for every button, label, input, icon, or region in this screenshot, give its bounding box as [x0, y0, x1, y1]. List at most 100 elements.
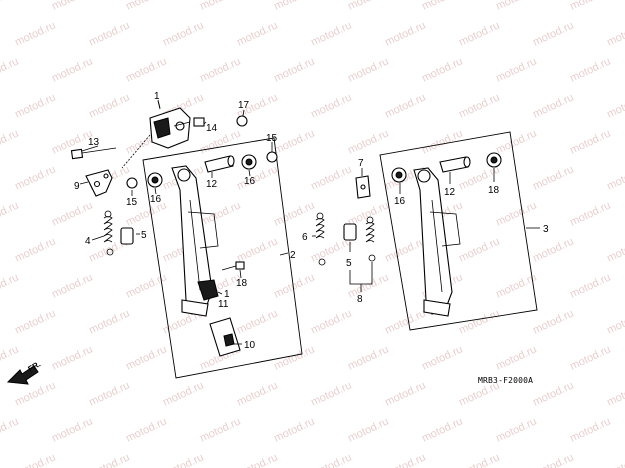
callout-7: 7: [358, 158, 364, 169]
watermark-text: motod.ru: [420, 127, 464, 156]
callout-numbers: 1 13 9 4 5 14 17 15 15 16 16 12 2 18 1 1…: [74, 91, 549, 351]
watermark-text: motod.ru: [198, 415, 242, 444]
watermark-text: motod.ru: [235, 19, 279, 48]
watermark-text: motod.ru: [383, 307, 427, 336]
watermark-text: motod.ru: [0, 343, 21, 372]
watermark-text: motod.ru: [87, 91, 131, 120]
watermark-text: motod.ru: [457, 235, 501, 264]
watermark-text: motod.ru: [309, 19, 353, 48]
watermark-text: motod.ru: [457, 91, 501, 120]
watermark-text: motod.ru: [457, 451, 501, 468]
watermark-text: motod.ru: [87, 451, 131, 468]
collar-part-12-left: [204, 155, 235, 173]
watermark-text: motod.ru: [420, 0, 464, 13]
watermark-text: motod.ru: [198, 55, 242, 84]
washer-part-15-upper: [266, 151, 278, 163]
watermark-text: motod.ru: [605, 307, 625, 336]
callout-13: 13: [88, 137, 100, 148]
callout-12-left: 12: [206, 179, 218, 190]
watermark-text: motod.ru: [346, 343, 390, 372]
callout-1-lower: 1: [224, 289, 230, 300]
rubber-pad-part-10: [209, 317, 241, 357]
watermark-text: motod.ru: [383, 235, 427, 264]
watermark-text: motod.ru: [494, 415, 538, 444]
callout-2: 2: [290, 250, 296, 261]
watermark-text: motod.ru: [0, 55, 21, 84]
watermark-text: motod.ru: [531, 379, 575, 408]
callout-4: 4: [85, 236, 91, 247]
watermark-text: motod.ru: [13, 163, 57, 192]
callout-15-upper: 15: [266, 133, 278, 144]
watermark-text: motod.ru: [124, 343, 168, 372]
watermark-text: motod.ru: [50, 199, 94, 228]
bushing-part-16-a: [147, 172, 163, 188]
plate-part-7: [355, 175, 371, 199]
bushing-part-16-c: [391, 167, 407, 183]
watermark-text: motod.ru: [605, 91, 625, 120]
callout-18-left: 18: [236, 278, 248, 289]
watermark-text: motod.ru: [13, 451, 57, 468]
watermark-text: motod.ru: [87, 307, 131, 336]
front-direction-label: FR.: [27, 359, 43, 373]
watermark-text: motod.ru: [13, 379, 57, 408]
watermark-text: motod.ru: [383, 451, 427, 468]
watermark-text: motod.ru: [198, 199, 242, 228]
watermark-text: motod.ru: [161, 19, 205, 48]
watermark-text: motod.ru: [531, 91, 575, 120]
watermark-text: motod.ru: [494, 127, 538, 156]
callout-10: 10: [244, 340, 256, 351]
bushing-part-16-b: [241, 154, 257, 170]
watermark-text: motod.ru: [272, 55, 316, 84]
watermark-text: motod.ru: [235, 451, 279, 468]
watermark-text: motod.ru: [50, 271, 94, 300]
bolt-part-13: [70, 147, 117, 160]
bracket-part-1: [121, 99, 191, 169]
watermark-text: motod.ru: [50, 0, 94, 13]
bolt-part-14: [173, 117, 205, 127]
washer-part-15-lower: [126, 177, 138, 189]
watermark-text: motod.ru: [198, 0, 242, 13]
watermark-text: motod.ru: [420, 343, 464, 372]
watermark-text: motod.ru: [383, 19, 427, 48]
watermark-text: motod.ru: [494, 0, 538, 13]
callout-15-lower: 15: [126, 197, 138, 208]
callout-11: 11: [218, 299, 229, 310]
callout-5-right: 5: [346, 258, 352, 269]
watermark-text: motod.ru: [531, 163, 575, 192]
sleeve-part-5-left: [120, 227, 134, 245]
watermark-text: motod.ru: [124, 415, 168, 444]
side-stand-left: [171, 165, 219, 317]
figure-code: MRB3-F2000A: [478, 376, 533, 385]
watermark-text: motod.ru: [605, 379, 625, 408]
watermark-text: motod.ru: [346, 55, 390, 84]
callout-9: 9: [74, 181, 80, 192]
spring-part-4: [103, 210, 114, 256]
watermark-text: motod.ru: [13, 235, 57, 264]
watermark-text: motod.ru: [420, 415, 464, 444]
callout-16-c: 16: [394, 196, 406, 207]
watermark-text: motod.ru: [568, 415, 612, 444]
watermark-text: motod.ru: [272, 0, 316, 13]
watermark-text: motod.ru: [568, 0, 612, 13]
watermark-text: motod.ru: [346, 127, 390, 156]
watermark-text: motod.ru: [605, 235, 625, 264]
watermark-text: motod.ru: [605, 451, 625, 468]
watermark-text: motod.ru: [568, 55, 612, 84]
watermark-text: motod.ru: [346, 415, 390, 444]
callout-17: 17: [238, 100, 250, 111]
leader-lines: [79, 100, 540, 345]
watermark-text: motod.ru: [605, 19, 625, 48]
watermark-text: motod.ru: [605, 163, 625, 192]
watermark-text: motod.ru: [568, 199, 612, 228]
watermark-text: motod.ru: [0, 415, 21, 444]
side-stand-frame-right: [379, 131, 538, 331]
watermark-text: motod.ru: [0, 199, 21, 228]
watermark-text: motod.ru: [50, 55, 94, 84]
watermark-text: motod.ru: [235, 163, 279, 192]
side-stand-right: [413, 167, 461, 317]
watermark-text: motod.ru: [124, 0, 168, 13]
callout-6: 6: [302, 232, 308, 243]
callout-16-b: 16: [244, 176, 256, 187]
